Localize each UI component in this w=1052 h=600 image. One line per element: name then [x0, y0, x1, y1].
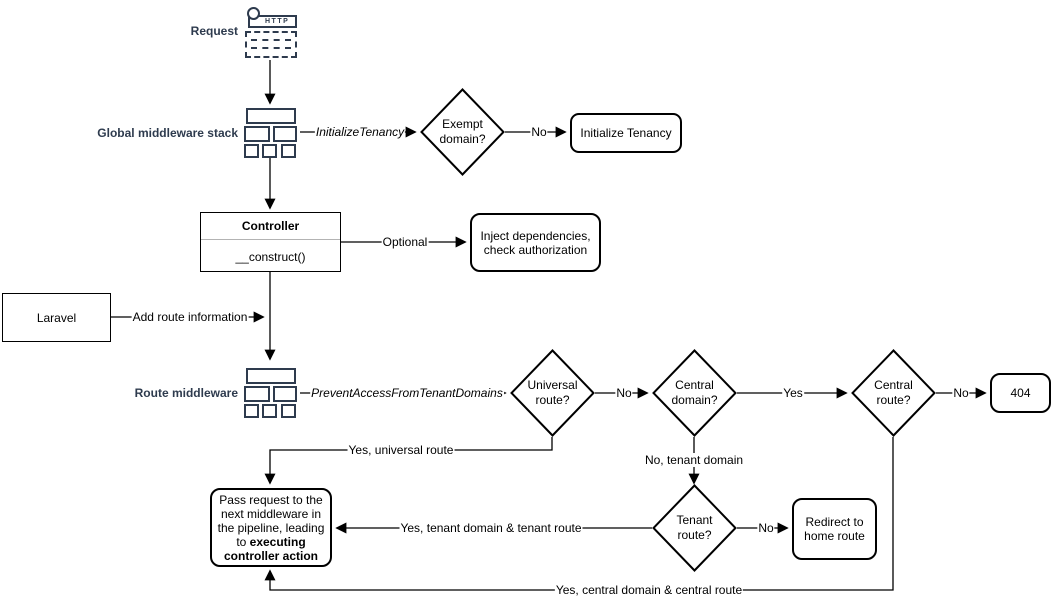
decision-universal-route-label: Universal route? — [527, 378, 578, 407]
dashed-line — [251, 47, 291, 49]
decision-exempt-domain-label: Exempt domain? — [439, 117, 486, 146]
edge-label-yes-central-domain: Yes — [782, 386, 804, 400]
stack-row-mid-right — [273, 386, 297, 402]
edge-label-no-tenant-domain: No, tenant domain — [643, 453, 745, 467]
edge-label-no-central-route: No — [952, 386, 970, 400]
http-request-icon: HTTP — [244, 6, 298, 58]
http-request-icon-header: HTTP — [248, 15, 297, 28]
pass-request-text: Pass request to the next middleware in t… — [217, 492, 325, 563]
decision-exempt-domain: Exempt domain? — [420, 88, 505, 176]
edge-label-yes-central-route: Yes, central domain & central route — [554, 583, 744, 597]
controller-box: Controller __construct() — [200, 212, 341, 272]
edge-label-yes-tenant-route: Yes, tenant domain & tenant route — [399, 521, 583, 535]
http-label: HTTP — [265, 18, 290, 25]
pass-request-box: Pass request to the next middleware in t… — [210, 488, 332, 567]
decision-tenant-route: Tenant route? — [652, 484, 737, 572]
edge-label-optional: Optional — [381, 235, 429, 249]
global-middleware-stack-icon — [244, 107, 298, 159]
http-request-icon-body — [245, 31, 297, 58]
stack-cell — [281, 144, 296, 158]
edge-label-add-route-information: Add route information — [131, 310, 249, 324]
controller-method: __construct() — [235, 249, 306, 264]
edge-label-initialize-tenancy: InitializeTenancy — [314, 125, 406, 139]
dashed-line — [251, 39, 291, 41]
decision-central-domain: Central domain? — [652, 349, 737, 437]
stack-cell — [281, 404, 296, 418]
stack-row-top — [246, 368, 296, 384]
global-middleware-stack-label: Global middleware stack — [97, 126, 238, 140]
decision-central-route: Central route? — [851, 349, 936, 437]
edge-label-no-exempt: No — [530, 125, 548, 139]
controller-title: Controller — [201, 213, 340, 240]
laravel-box: Laravel — [2, 293, 111, 342]
inject-dependencies-box: Inject dependencies, check authorization — [470, 213, 601, 272]
edge-label-no-tenant-route: No — [757, 521, 775, 535]
not-found-box: 404 — [990, 373, 1051, 413]
stack-cell — [262, 144, 277, 158]
route-middleware-icon — [244, 367, 298, 419]
stack-cell — [244, 144, 259, 158]
initialize-tenancy-box: Initialize Tenancy — [570, 113, 682, 153]
stack-row-mid-right — [273, 126, 297, 142]
decision-tenant-route-label: Tenant route? — [676, 513, 713, 542]
decision-central-domain-label: Central domain? — [671, 378, 718, 407]
stack-row-top — [246, 108, 296, 124]
stack-row-mid-left — [244, 126, 270, 142]
decision-central-route-label: Central route? — [874, 378, 913, 407]
decision-universal-route: Universal route? — [510, 349, 595, 437]
redirect-home-box: Redirect to home route — [792, 498, 877, 560]
http-request-icon-circle — [247, 7, 260, 20]
stack-cell — [262, 404, 277, 418]
edge-label-prevent-access: PreventAccessFromTenantDomains — [310, 386, 504, 400]
route-middleware-label: Route middleware — [134, 386, 238, 400]
stack-cell — [244, 404, 259, 418]
stack-row-mid-left — [244, 386, 270, 402]
edge-label-no-universal: No — [615, 386, 633, 400]
edge-label-yes-universal-route: Yes, universal route — [347, 443, 455, 457]
request-label: Request — [190, 24, 238, 38]
